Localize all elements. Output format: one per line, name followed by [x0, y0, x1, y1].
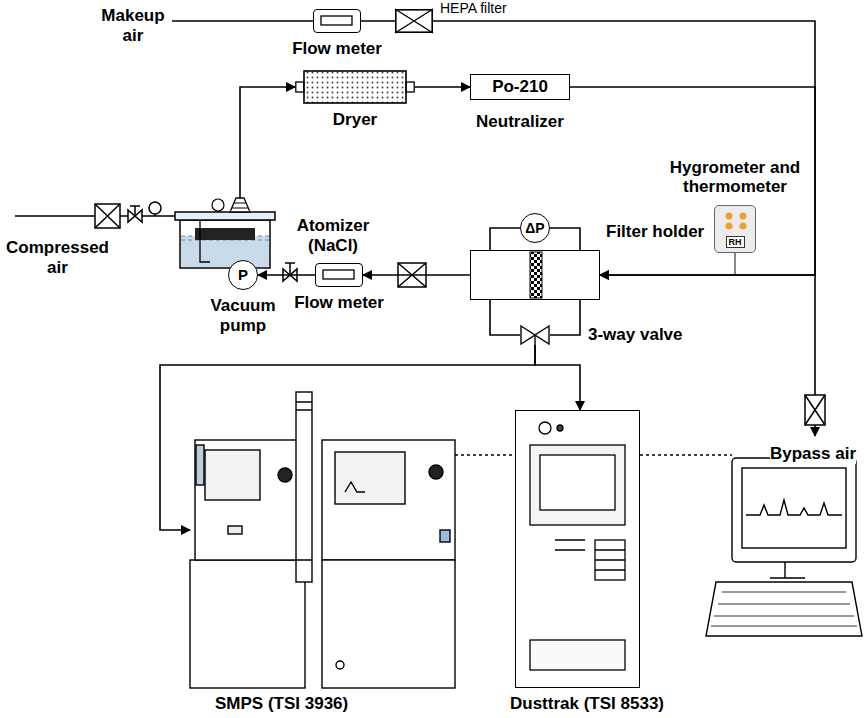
flow-meter-outline	[316, 264, 364, 288]
air-line	[361, 20, 395, 22]
part-label: Dryer	[333, 110, 377, 130]
part-label: Neutralizer	[476, 112, 564, 132]
stream-label: Compressed air	[5, 238, 110, 277]
part-label: Hygrometer and thermometer	[660, 158, 810, 197]
stream-label: Makeup air	[98, 6, 168, 45]
air-line	[258, 274, 315, 276]
part-label: Vacuum pump	[203, 296, 283, 335]
air-line	[490, 300, 520, 335]
smps-instrument	[190, 392, 455, 688]
air-line	[433, 21, 815, 275]
hepa-filter-outline	[395, 9, 433, 33]
stream-label: Bypass air	[770, 444, 856, 464]
data-cables	[455, 454, 732, 455]
part-label: Flow meter	[289, 293, 389, 313]
three-way-valve-outline	[520, 325, 550, 345]
computer	[706, 458, 862, 636]
sensor-stem	[734, 253, 736, 275]
smps-instrument: SMPS (TSI 3936)	[190, 388, 455, 690]
vacuum-pump: PVacuum pump	[228, 260, 258, 290]
shape-text: ΔP	[525, 220, 544, 236]
pressure-gauge: ΔP	[520, 213, 550, 243]
part-label: Atomizer (NaCl)	[288, 216, 378, 255]
flow-meter: Flow meter	[315, 263, 363, 287]
hepa-filter: HEPA filter	[395, 9, 433, 33]
air-line	[490, 228, 520, 250]
shape-text: Po-210	[492, 77, 548, 97]
air-line	[160, 345, 535, 530]
air-line	[240, 87, 295, 190]
part-label: 3-way valve	[588, 325, 683, 345]
dp-leg	[550, 228, 580, 250]
air-line	[415, 86, 470, 88]
valve-leg	[550, 300, 580, 335]
hygrometer: Hygrometer and thermometerRH	[714, 205, 756, 253]
part-label: SMPS (TSI 3936)	[215, 694, 348, 714]
air-line	[570, 87, 815, 275]
filter-holder: Filter holder	[470, 250, 600, 300]
part-label: Filter holder	[606, 222, 704, 242]
part-label: Flow meter	[287, 39, 387, 59]
neutralizer: Po-210Neutralizer	[470, 74, 570, 100]
dusttrak-monitor: Dusttrak (TSI 8533)	[515, 410, 640, 688]
dryer-outline	[295, 70, 415, 104]
filter-holder-outline	[471, 251, 601, 301]
filter-symbols	[95, 202, 825, 425]
dusttrak-details	[530, 422, 625, 670]
air-lines	[15, 21, 815, 436]
air-line	[363, 274, 470, 276]
flow-meter-outline	[314, 10, 362, 34]
air-line	[535, 345, 580, 410]
atomizer-outline	[170, 190, 280, 270]
part-label: HEPA filter	[440, 0, 507, 16]
makeup-line	[172, 20, 313, 22]
three-way-valve: 3-way valve	[520, 325, 550, 345]
shape-text: P	[238, 266, 248, 283]
part-label: Dusttrak (TSI 8533)	[510, 694, 664, 714]
shape-text: RH	[726, 236, 745, 248]
atomizer: Atomizer (NaCl)	[170, 190, 280, 270]
dryer: Dryer	[295, 70, 415, 104]
flow-meter: Flow meter	[313, 9, 361, 33]
